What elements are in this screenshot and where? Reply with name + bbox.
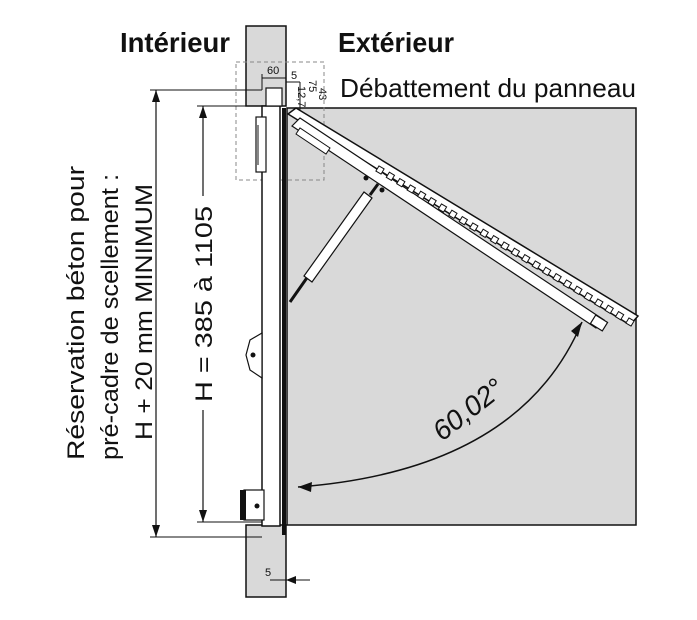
gas-strut: [288, 183, 380, 303]
panel-slat: [552, 272, 562, 283]
opened-panel: [286, 107, 640, 332]
dim-75: 75: [306, 80, 318, 92]
panel-slat: [416, 190, 427, 201]
height-label-bg: [190, 196, 216, 410]
height-arrow-top: [199, 106, 207, 118]
latch-pin: [250, 352, 256, 358]
panel-slat: [510, 247, 521, 258]
bottom-lock-pin: [254, 503, 260, 509]
panel-slat: [427, 196, 437, 207]
reservation-arrow-top: [152, 90, 160, 102]
dim-bottom-5: 5: [265, 567, 271, 579]
wall-bottom: [245, 524, 287, 598]
height-arrow-bottom: [199, 510, 207, 522]
dim-12-7: 12,7: [295, 86, 307, 107]
top-hinge-block: [265, 87, 283, 107]
panel-slat: [489, 234, 500, 245]
panel-slat: [406, 184, 417, 194]
reservation-line1: Réservation béton pour: [63, 166, 90, 460]
exterior-label: Extérieur: [338, 27, 454, 58]
panel-slat: [593, 298, 604, 308]
bottom-dim-arrow: [286, 576, 296, 584]
panel-slat: [604, 304, 615, 315]
angle-arrow-bottom: [298, 482, 312, 492]
dim-60: 60: [267, 65, 279, 77]
panel-travel-label: Débattement du panneau: [340, 73, 636, 103]
height-range-label: H = 385 à 1105: [191, 206, 218, 402]
dim-43: 43: [316, 88, 328, 100]
top-hinge: [255, 116, 267, 173]
reservation-line2: pré-cadre de scellement :: [97, 174, 124, 460]
angle-arc: [297, 321, 583, 488]
panel-slat: [437, 203, 448, 213]
dim-top-5: 5: [291, 70, 297, 82]
panel-slat: [500, 241, 510, 251]
panel-slat: [448, 209, 458, 220]
panel-slat: [395, 177, 406, 188]
bottom-lock-bar: [240, 490, 246, 520]
reservation-arrow-bottom: [152, 525, 160, 537]
panel-slat: [541, 266, 552, 277]
panel-slat: [625, 317, 635, 327]
panel-slat: [385, 171, 396, 182]
panel-slat: [375, 165, 385, 175]
panel-slat: [520, 253, 531, 264]
angle-arrow-top: [571, 322, 582, 337]
interior-label: Intérieur: [120, 27, 230, 58]
reservation-line3: H + 20 mm MINIMUM: [131, 184, 158, 440]
panel-slat: [573, 285, 583, 296]
panel-slat: [468, 222, 479, 232]
detail-box: [235, 61, 325, 181]
panel-slat: [583, 291, 594, 302]
panel-slat: [562, 279, 573, 289]
panel-slat: [458, 215, 469, 226]
panel-slat: [531, 260, 542, 270]
bottom-lock: [243, 489, 265, 521]
top-arm: [295, 127, 331, 155]
panel-slat: [479, 228, 490, 239]
panel-slat: [614, 310, 625, 321]
